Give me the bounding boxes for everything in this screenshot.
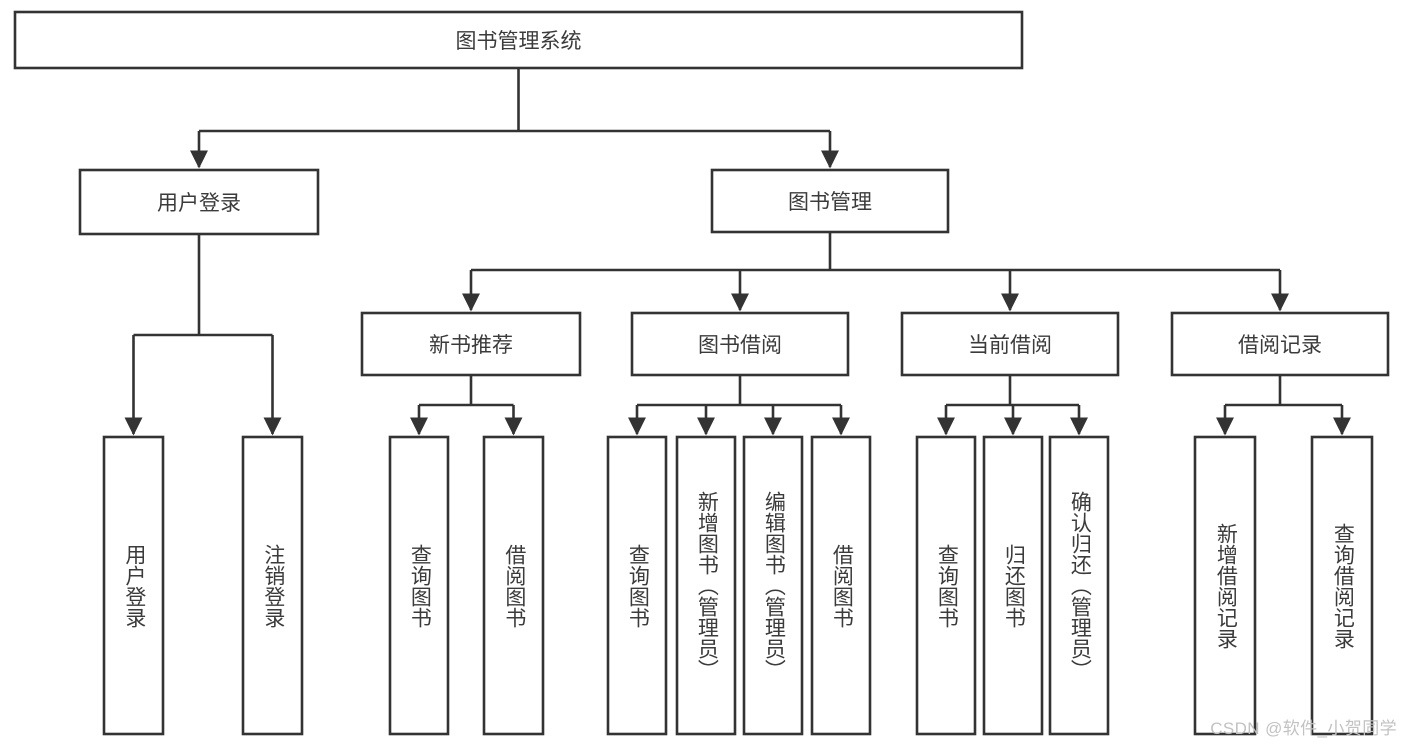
edge-group-book-borrow <box>627 375 851 436</box>
leaf-box-logout[interactable] <box>241 435 304 736</box>
edge-group-book-mgmt <box>461 232 1290 312</box>
node-current-borrow[interactable] <box>900 311 1120 377</box>
leaf-box-query-borrow-record[interactable] <box>1310 435 1374 736</box>
leaf-box-query-book-1[interactable] <box>388 435 450 736</box>
leaf-box-edit-book[interactable] <box>742 435 804 736</box>
node-user-login[interactable] <box>78 168 320 236</box>
edge-group-root <box>189 68 840 169</box>
leaf-box-query-book-2[interactable] <box>606 435 668 736</box>
leaf-box-add-borrow-record[interactable] <box>1193 435 1257 736</box>
edge-group-borrow-record <box>1215 375 1352 436</box>
leaf-box-borrow-book-2[interactable] <box>810 435 872 736</box>
edge-group-current-borrow <box>936 375 1089 436</box>
edge-group-user-login <box>124 234 282 436</box>
node-borrow-record[interactable] <box>1170 311 1390 377</box>
leaf-box-add-book[interactable] <box>675 435 737 736</box>
node-new-book-rec[interactable] <box>360 311 582 377</box>
leaf-box-confirm-return[interactable] <box>1048 435 1110 736</box>
leaf-box-user-login[interactable] <box>102 435 165 736</box>
node-root[interactable] <box>13 10 1024 70</box>
node-book-borrow[interactable] <box>630 311 850 377</box>
leaf-box-borrow-book-1[interactable] <box>482 435 545 736</box>
edge-group-new-book-rec <box>409 375 523 436</box>
node-book-mgmt[interactable] <box>710 168 950 234</box>
leaf-box-query-book-3[interactable] <box>915 435 977 736</box>
leaf-box-return-book[interactable] <box>982 435 1044 736</box>
